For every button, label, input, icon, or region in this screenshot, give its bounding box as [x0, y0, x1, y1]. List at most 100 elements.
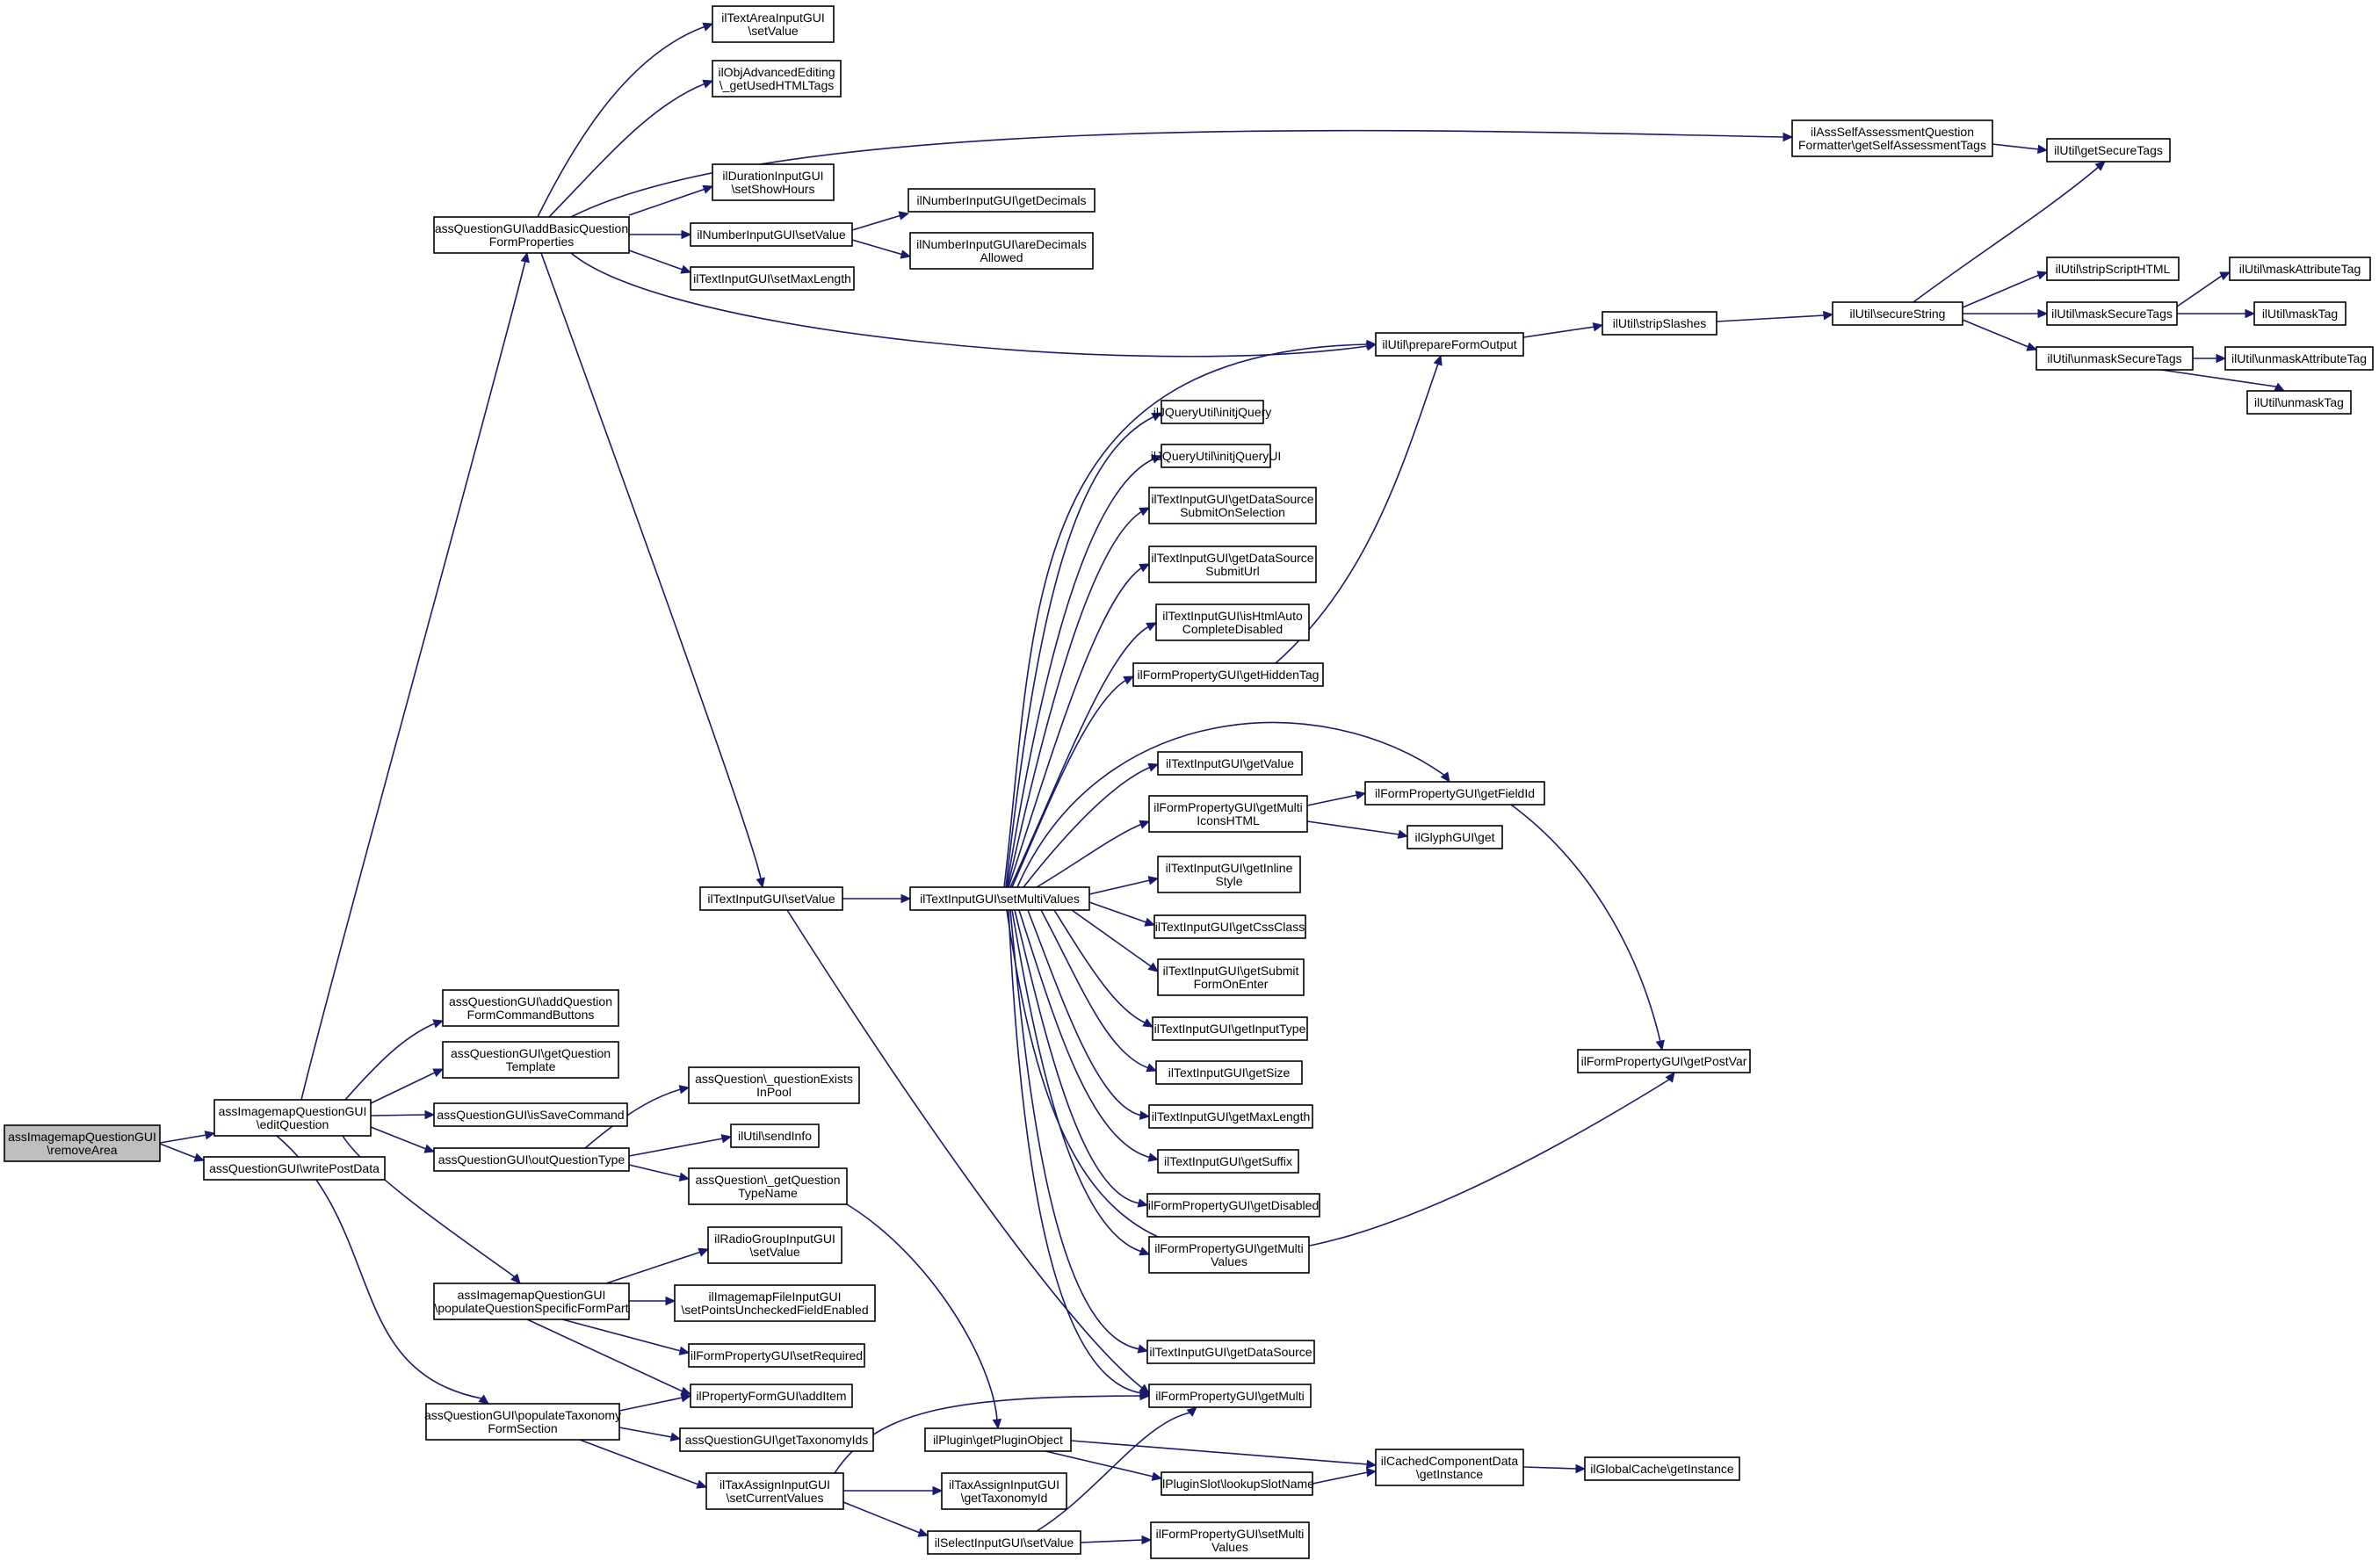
node-box[interactable]: [1577, 1049, 1751, 1073]
node-box[interactable]: [909, 886, 1090, 911]
graph-node-n63[interactable]: ilPlugin\getPluginObject: [924, 1427, 1072, 1452]
node-box[interactable]: [1148, 487, 1317, 524]
node-box[interactable]: [1152, 1016, 1308, 1041]
graph-node-n25[interactable]: ilUtil\unmaskSecureTags: [2036, 346, 2194, 371]
graph-node-n23[interactable]: ilUtil\stripScriptHTML: [2046, 257, 2180, 281]
node-box[interactable]: [1375, 1449, 1524, 1486]
node-box[interactable]: [2036, 346, 2194, 371]
node-box[interactable]: [203, 1156, 386, 1181]
graph-node-n52[interactable]: ilGlyphGUI\get: [1406, 825, 1503, 849]
node-box[interactable]: [442, 1041, 619, 1079]
graph-node-n18[interactable]: ilAssSelfAssessmentQuestionFormatter\get…: [1791, 119, 1993, 157]
node-box[interactable]: [1161, 444, 1271, 468]
graph-node-n14[interactable]: ilNumberInputGUI\setValue: [690, 222, 853, 247]
graph-node-n5[interactable]: assQuestionGUI\addQuestionFormCommandBut…: [442, 989, 619, 1027]
graph-node-n21[interactable]: ilUtil\stripSlashes: [1602, 311, 1717, 336]
graph-node-n10[interactable]: assQuestionGUI\populateTaxonomyFormSecti…: [424, 1403, 621, 1441]
graph-node-n51[interactable]: ilFormPropertyGUI\getFieldId: [1364, 781, 1545, 806]
graph-node-n47[interactable]: ilFormPropertyGUI\getDisabled: [1146, 1193, 1320, 1218]
graph-node-n53[interactable]: ilFormPropertyGUI\getPostVar: [1577, 1049, 1751, 1073]
graph-node-n41[interactable]: ilTextInputGUI\getCssClass: [1153, 914, 1306, 939]
node-box[interactable]: [442, 989, 619, 1027]
graph-node-n62[interactable]: ilTaxAssignInputGUI\setCurrentValues: [705, 1472, 844, 1510]
graph-node-n28[interactable]: ilUtil\unmaskAttributeTag: [2224, 346, 2374, 371]
graph-node-n32[interactable]: ilJQueryUtil\initjQuery: [1153, 400, 1272, 424]
node-box[interactable]: [712, 163, 835, 201]
node-box[interactable]: [1148, 546, 1317, 583]
graph-node-n13[interactable]: ilDurationInputGUI\setShowHours: [712, 163, 835, 201]
graph-node-n69[interactable]: ilFormPropertyGUI\setMultiValues: [1150, 1521, 1310, 1559]
node-box[interactable]: [1155, 603, 1310, 641]
node-box[interactable]: [1148, 1384, 1312, 1408]
graph-node-n43[interactable]: ilTextInputGUI\getInputType: [1152, 1016, 1308, 1041]
node-box[interactable]: [712, 60, 842, 98]
graph-node-n65[interactable]: ilCachedComponentData\getInstance: [1375, 1449, 1524, 1486]
graph-node-n36[interactable]: ilTextInputGUI\isHtmlAutoCompleteDisable…: [1155, 603, 1310, 641]
node-box[interactable]: [909, 232, 1094, 270]
graph-node-n55[interactable]: ilUtil\sendInfo: [730, 1124, 820, 1148]
node-box[interactable]: [688, 1343, 865, 1368]
graph-node-n2[interactable]: assImagemapQuestionGUI\editQuestion: [213, 1099, 372, 1137]
graph-node-n1[interactable]: assImagemapQuestionGUI\removeArea: [4, 1124, 161, 1162]
graph-node-n27[interactable]: ilUtil\maskTag: [2253, 301, 2346, 326]
node-box[interactable]: [690, 222, 853, 247]
node-box[interactable]: [690, 1384, 853, 1408]
node-box[interactable]: [425, 1403, 620, 1441]
node-box[interactable]: [1364, 781, 1545, 806]
node-box[interactable]: [1157, 1149, 1299, 1174]
graph-node-n61[interactable]: assQuestionGUI\getTaxonomyIds: [679, 1427, 874, 1452]
node-box[interactable]: [712, 5, 835, 43]
node-box[interactable]: [699, 886, 843, 911]
node-box[interactable]: [1832, 301, 1963, 326]
graph-node-n59[interactable]: ilFormPropertyGUI\setRequired: [688, 1343, 865, 1368]
node-box[interactable]: [1148, 1236, 1310, 1274]
node-box[interactable]: [2224, 346, 2374, 371]
graph-node-n50[interactable]: ilFormPropertyGUI\getMulti: [1148, 1384, 1312, 1408]
node-box[interactable]: [1161, 1471, 1313, 1496]
node-box[interactable]: [213, 1099, 372, 1137]
node-box[interactable]: [1155, 1060, 1303, 1085]
node-box[interactable]: [924, 1427, 1072, 1452]
graph-node-n20[interactable]: ilUtil\prepareFormOutput: [1375, 332, 1524, 357]
node-box[interactable]: [730, 1124, 820, 1148]
node-box[interactable]: [1146, 1340, 1315, 1364]
graph-node-n19[interactable]: ilUtil\getSecureTags: [2046, 138, 2171, 163]
node-box[interactable]: [1157, 751, 1303, 776]
node-box[interactable]: [433, 216, 630, 254]
node-box[interactable]: [4, 1124, 161, 1162]
node-box[interactable]: [1375, 332, 1524, 357]
node-box[interactable]: [1406, 825, 1503, 849]
graph-node-n29[interactable]: ilUtil\unmaskTag: [2246, 390, 2352, 415]
node-box[interactable]: [433, 1147, 630, 1172]
node-box[interactable]: [1161, 400, 1264, 424]
graph-node-n16[interactable]: ilNumberInputGUI\getDecimals: [907, 188, 1095, 213]
graph-node-n4[interactable]: assQuestionGUI\addBasicQuestionFormPrope…: [433, 216, 630, 254]
graph-node-n60[interactable]: ilPropertyFormGUI\addItem: [690, 1384, 853, 1408]
node-box[interactable]: [2229, 257, 2371, 281]
node-box[interactable]: [674, 1284, 876, 1322]
graph-node-n45[interactable]: ilTextInputGUI\getMaxLength: [1148, 1104, 1313, 1129]
graph-node-n49[interactable]: ilTextInputGUI\getDataSource: [1146, 1340, 1315, 1364]
graph-node-n37[interactable]: ilFormPropertyGUI\getHiddenTag: [1132, 662, 1324, 687]
node-box[interactable]: [1146, 1193, 1320, 1218]
graph-node-n8[interactable]: assQuestionGUI\outQuestionType: [433, 1147, 630, 1172]
graph-node-n31[interactable]: ilTextInputGUI\setMultiValues: [909, 886, 1090, 911]
graph-node-n67[interactable]: ilTaxAssignInputGUI\getTaxonomyId: [941, 1472, 1067, 1510]
graph-node-n46[interactable]: ilTextInputGUI\getSuffix: [1157, 1149, 1299, 1174]
graph-node-n15[interactable]: ilTextInputGUI\setMaxLength: [690, 266, 855, 291]
node-box[interactable]: [1791, 119, 1993, 157]
graph-node-n44[interactable]: ilTextInputGUI\getSize: [1155, 1060, 1303, 1085]
node-box[interactable]: [1148, 1104, 1313, 1129]
graph-node-n68[interactable]: ilSelectInputGUI\setValue: [927, 1530, 1081, 1555]
node-box[interactable]: [2253, 301, 2346, 326]
graph-node-n9[interactable]: assImagemapQuestionGUI\populateQuestionS…: [433, 1283, 630, 1320]
node-box[interactable]: [2246, 390, 2352, 415]
